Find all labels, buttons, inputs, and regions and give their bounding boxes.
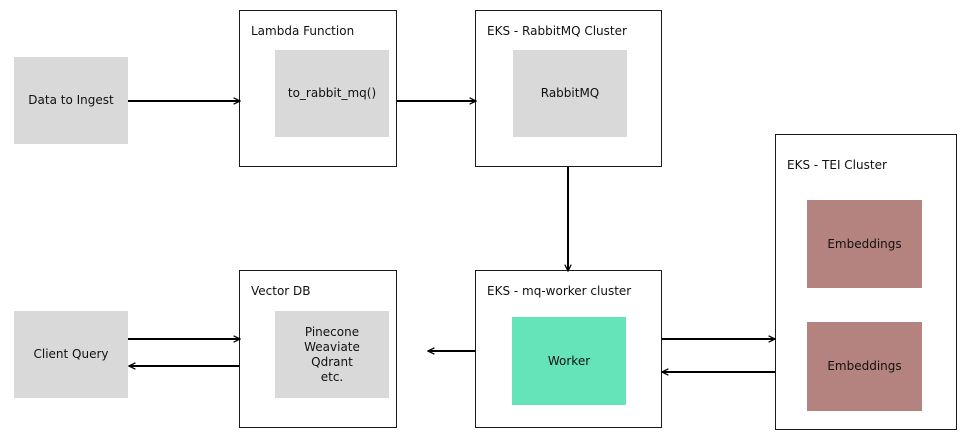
embeddings-label-2: Embeddings	[827, 359, 902, 373]
tei-cluster-title: EKS - TEI Cluster	[787, 158, 887, 172]
mq-worker-cluster-container: EKS - mq-worker cluster Worker	[475, 270, 662, 428]
vector-db-options-node: Pinecone Weaviate Qdrant etc.	[275, 311, 389, 398]
worker-label: Worker	[547, 353, 591, 368]
vector-db-container: Vector DB Pinecone Weaviate Qdrant etc.	[239, 270, 397, 428]
tei-cluster-container: EKS - TEI Cluster Embeddings Embeddings	[775, 134, 957, 430]
embeddings-label-1: Embeddings	[827, 236, 902, 251]
rabbitmq-cluster-title: EKS - RabbitMQ Cluster	[487, 24, 627, 38]
vector-db-title: Vector DB	[251, 284, 311, 298]
to-rabbit-mq-label: to_rabbit_mq()	[287, 86, 377, 100]
worker-node: Worker	[512, 317, 626, 405]
mq-worker-cluster-title: EKS - mq-worker cluster	[487, 284, 632, 298]
rabbitmq-cluster-container: EKS - RabbitMQ Cluster RabbitMQ	[475, 10, 662, 167]
lambda-function-title: Lambda Function	[251, 24, 355, 38]
to-rabbit-mq-node: to_rabbit_mq()	[275, 50, 389, 137]
client-query-label: Client Query	[33, 347, 109, 361]
data-to-ingest-node: Data to Ingest	[14, 57, 128, 144]
embeddings-node-2: Embeddings	[807, 322, 922, 411]
data-to-ingest-label: Data to Ingest	[28, 93, 114, 107]
vector-db-options-label: Pinecone Weaviate Qdrant etc.	[304, 324, 360, 384]
lambda-function-container: Lambda Function to_rabbit_mq()	[239, 10, 397, 167]
client-query-node: Client Query	[14, 311, 128, 398]
rabbitmq-label: RabbitMQ	[540, 86, 600, 100]
embeddings-node-1: Embeddings	[807, 200, 922, 288]
rabbitmq-node: RabbitMQ	[513, 50, 627, 137]
